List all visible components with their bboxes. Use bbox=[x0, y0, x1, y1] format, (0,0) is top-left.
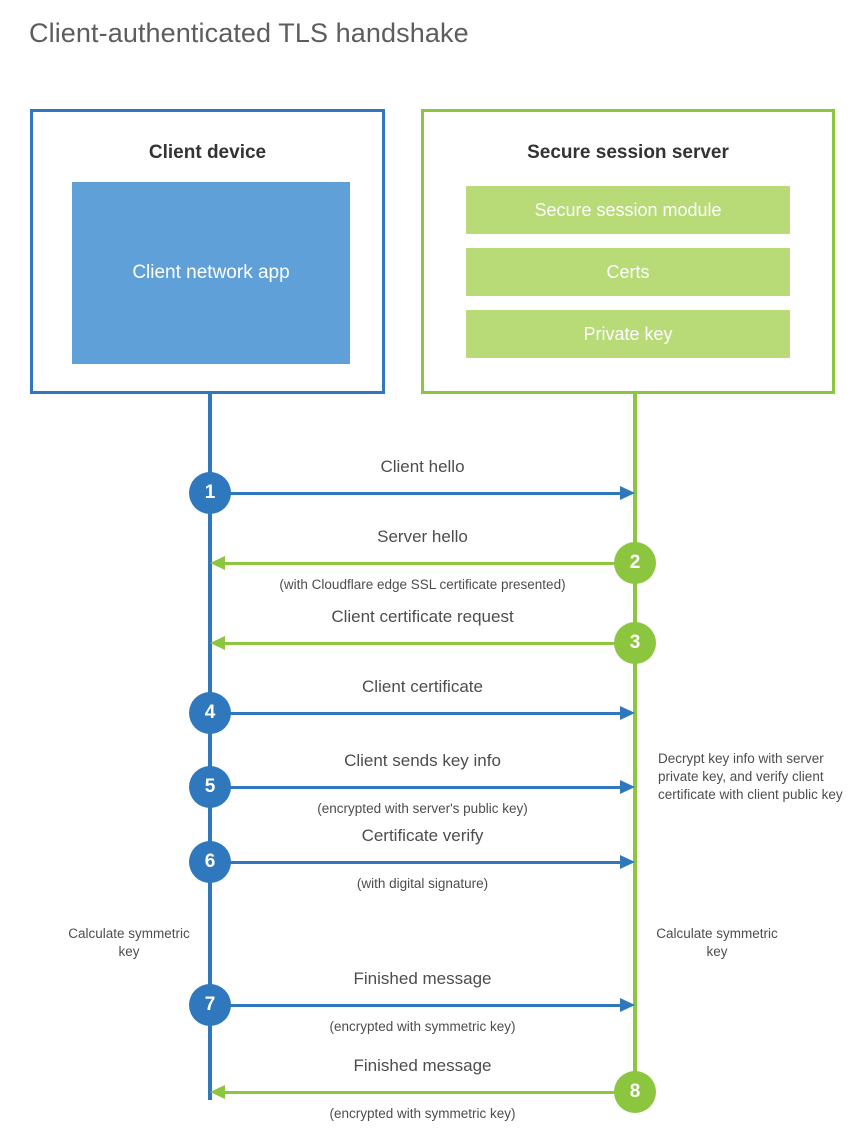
message-sub-6: (with digital signature) bbox=[356, 876, 489, 891]
note-client-calculate: Calculate symmetric key bbox=[68, 926, 190, 960]
message-label-7: Finished message bbox=[353, 969, 492, 988]
message-sub-8: (encrypted with symmetric key) bbox=[329, 1106, 516, 1121]
arrow-line-8 bbox=[225, 1091, 635, 1094]
message-sub-2: (with Cloudflare edge SSL certificate pr… bbox=[279, 577, 566, 592]
message-label-3: Client certificate request bbox=[331, 607, 514, 626]
arrow-line-3 bbox=[225, 642, 635, 645]
module-secure-session-module: Secure session module bbox=[466, 186, 790, 234]
step-number-2: 2 bbox=[614, 542, 656, 584]
secure-session-server-title: Secure session server bbox=[527, 142, 729, 163]
secure-session-server-box: Secure session server Secure session mod… bbox=[421, 109, 835, 394]
message-label-4: Client certificate bbox=[362, 677, 483, 696]
message-sub-7: (encrypted with symmetric key) bbox=[329, 1019, 516, 1034]
step-number-5: 5 bbox=[189, 766, 231, 808]
message-label-2: Server hello bbox=[377, 527, 468, 546]
note-server-decrypt: Decrypt key info with server private key… bbox=[658, 751, 843, 803]
arrow-head-7 bbox=[620, 998, 635, 1012]
step-number-6: 6 bbox=[189, 841, 231, 883]
arrow-head-8 bbox=[210, 1085, 225, 1099]
arrow-head-3 bbox=[210, 636, 225, 650]
arrow-head-4 bbox=[620, 706, 635, 720]
client-network-app-block: Client network app bbox=[72, 182, 350, 364]
arrow-head-5 bbox=[620, 780, 635, 794]
client-device-title: Client device bbox=[148, 142, 267, 163]
arrow-line-5 bbox=[210, 786, 623, 789]
arrow-head-1 bbox=[620, 486, 635, 500]
step-number-3: 3 bbox=[614, 622, 656, 664]
step-number-4: 4 bbox=[189, 692, 231, 734]
step-number-1: 1 bbox=[189, 472, 231, 514]
message-label-1: Client hello bbox=[380, 457, 465, 476]
module-private-key: Private key bbox=[466, 310, 790, 358]
step-number-8: 8 bbox=[614, 1071, 656, 1113]
message-label-6: Certificate verify bbox=[361, 826, 484, 845]
client-lifeline bbox=[208, 393, 212, 1100]
module-certs: Certs bbox=[466, 248, 790, 296]
note-server-calculate: Calculate symmetric key bbox=[656, 926, 778, 960]
server-lifeline bbox=[633, 393, 637, 1092]
message-label-8: Finished message bbox=[353, 1056, 492, 1075]
arrow-line-4 bbox=[210, 712, 623, 715]
arrow-head-2 bbox=[210, 556, 225, 570]
arrow-line-2 bbox=[225, 562, 635, 565]
arrow-line-1 bbox=[210, 492, 623, 495]
arrow-line-7 bbox=[210, 1004, 623, 1007]
message-label-5: Client sends key info bbox=[344, 751, 501, 770]
message-sub-5: (encrypted with server's public key) bbox=[317, 801, 528, 816]
arrow-head-6 bbox=[620, 855, 635, 869]
server-module-list: Secure session module Certs Private key bbox=[466, 186, 790, 358]
page-title: Client-authenticated TLS handshake bbox=[29, 18, 469, 48]
step-number-7: 7 bbox=[189, 984, 231, 1026]
client-device-box: Client device Client network app bbox=[30, 109, 385, 394]
arrow-line-6 bbox=[210, 861, 623, 864]
